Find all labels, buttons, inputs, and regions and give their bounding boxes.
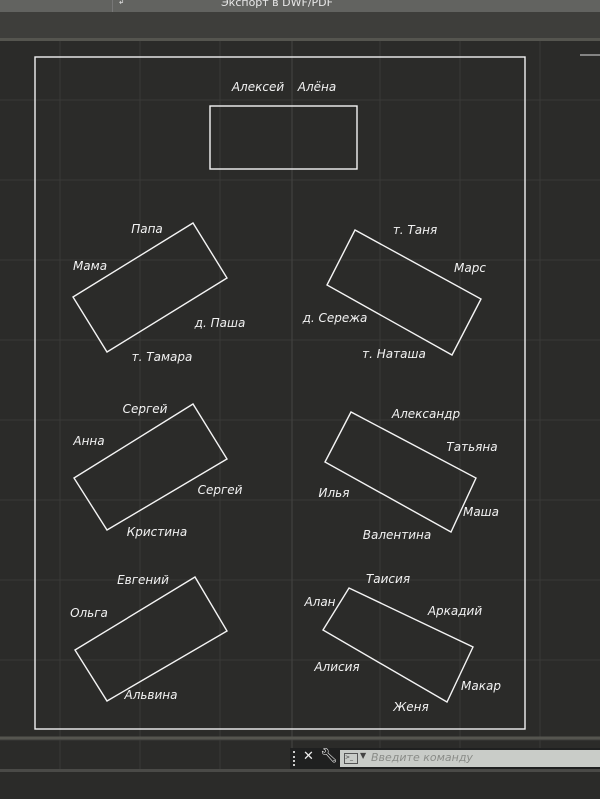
guest-label: Папа [131,222,163,236]
ribbon-strip [0,12,600,40]
guest-label: Макар [461,679,501,693]
guest-label: д. Сережа [302,311,368,325]
guest-label: Альвина [123,688,177,702]
guest-label: Сергей [123,402,168,416]
table-2[interactable] [326,229,482,356]
guest-label: Таисия [366,572,410,586]
guest-label: Алексей [231,80,284,94]
guest-label: д. Паша [194,316,246,330]
table-5[interactable] [74,576,228,702]
guest-label: т. Таня [393,223,437,237]
status-strip [0,769,600,772]
table-1[interactable] [72,222,228,353]
table-6[interactable] [322,587,474,703]
terminal-icon[interactable]: >_ [344,753,358,764]
guest-label: Марс [454,261,486,275]
divider [112,0,113,12]
guest-label: Ольга [70,606,108,620]
chevron-down-icon[interactable]: ▼ [360,751,367,760]
export-arrow-icon[interactable]: ↲ [118,0,125,6]
guest-label: Татьяна [446,440,497,454]
grid [0,41,600,769]
wrench-icon[interactable]: 🔧︎ [320,748,338,764]
divider [0,38,600,41]
export-dwf-pdf-label[interactable]: Экспорт в DWF/PDF [221,0,333,9]
guest-label: Мама [73,259,107,273]
head-table[interactable] [209,105,358,170]
command-input-box[interactable]: >_ ▼ Введите команду [340,750,600,767]
guest-label: Александр [391,407,461,421]
title-bar: ↲ Экспорт в DWF/PDF [0,0,600,12]
close-icon[interactable]: ✕ [303,749,314,764]
guest-label: т. Тамара [132,350,193,364]
guest-label: Валентина [363,528,431,542]
guest-label: Аркадий [427,604,483,618]
guest-label: Кристина [127,525,188,539]
paper-border [34,56,526,730]
guest-label: Сергей [198,483,243,497]
table-3[interactable] [73,403,228,531]
guest-label: Илья [319,486,350,500]
drawing-canvas[interactable]: Алексей Алёна Папа Мама д. Паша т. Тамар… [0,41,600,769]
drag-handle[interactable] [293,751,299,766]
guest-label: Алисия [313,660,359,674]
guest-label: Евгений [117,573,169,587]
guest-label: Анна [72,434,104,448]
guest-label: Женя [392,700,428,714]
table-4[interactable] [324,411,477,533]
guest-label: Алан [303,595,335,609]
guest-label: Маша [463,505,499,519]
command-input[interactable]: Введите команду [371,751,473,764]
command-line: ✕ 🔧︎ >_ ▼ Введите команду [290,748,600,769]
guest-label: Алёна [297,80,336,94]
guest-label: т. Наташа [362,347,426,361]
